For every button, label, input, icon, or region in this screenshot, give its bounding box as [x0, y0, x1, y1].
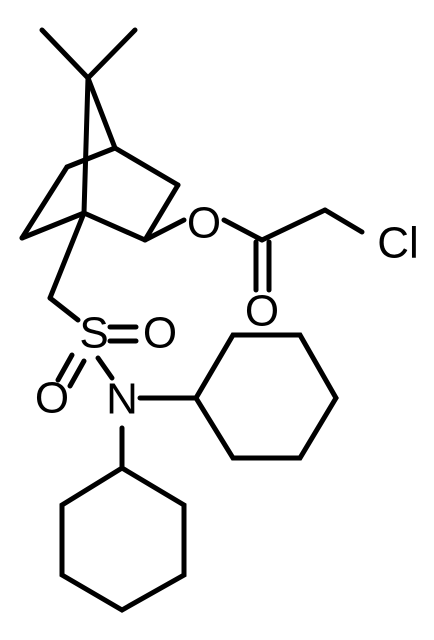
bornane-core [19, 27, 181, 323]
cyclohexane-ring-bottom [59, 465, 187, 613]
bond-ch2-cl [322, 207, 365, 235]
bond-c6-c1 [19, 210, 87, 241]
atom-label-ester-oxygen: O [187, 199, 221, 248]
bond-bridge-c1 [81, 75, 91, 216]
bond-methyl-2 [85, 27, 138, 81]
bond-s-o-left-1 [55, 352, 75, 383]
atom-label-carbonyl-oxygen: O [245, 287, 279, 336]
cyclohexane-ring-right [193, 332, 339, 461]
bond-c1-ch2 [47, 210, 87, 301]
bond-c3-c2 [142, 182, 181, 243]
atom-label-chlorine: Cl [377, 219, 419, 268]
bond-s-n [95, 355, 115, 381]
bond-ch2-s [47, 295, 81, 323]
sulfonamide-group [55, 324, 139, 389]
bond-s-o-left-2 [67, 358, 87, 389]
bond-c2-c1 [81, 210, 148, 243]
cyclohexyl-right [137, 332, 339, 461]
bond-c5-c6 [19, 164, 70, 241]
atom-label-nitrogen: N [106, 375, 138, 424]
cyclohexyl-bottom [59, 425, 187, 613]
atom-label-sulfonyl-oxygen-right: O [143, 309, 177, 358]
atom-labels: O Cl O S O O N [35, 199, 419, 424]
bond-carbonyl-ch2 [259, 207, 328, 243]
bond-methyl-1 [39, 27, 91, 81]
bond-bridge-c4 [85, 75, 118, 151]
chloroacetate-group [142, 207, 365, 293]
bond-c4-c3 [112, 145, 181, 188]
atom-label-sulfur: S [79, 309, 108, 358]
atom-label-sulfonyl-oxygen-left: O [35, 374, 69, 423]
bond-o-carbonyl [221, 217, 265, 243]
bond-c4-c5 [64, 145, 118, 170]
bond-c2-o [142, 217, 187, 243]
